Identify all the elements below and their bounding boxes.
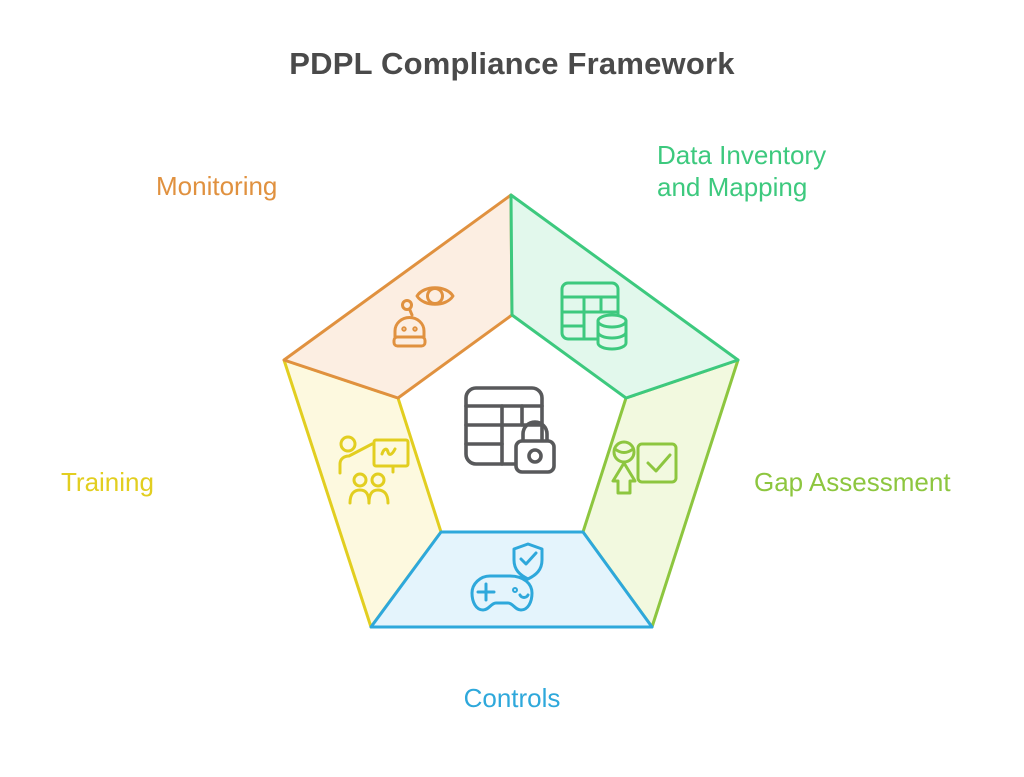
presenter-audience-icon (338, 435, 410, 505)
table-database-icon (560, 281, 628, 351)
segment-controls (369, 530, 654, 629)
label-controls: Controls (463, 683, 561, 713)
label-monitoring: Monitoring (156, 171, 278, 201)
segment-data-inventory (509, 193, 740, 400)
label-data-inventory: Data Inventory and Mapping (657, 140, 827, 202)
person-checklist-icon (611, 440, 678, 495)
page-title: PDPL Compliance Framework (289, 46, 735, 81)
segment-monitoring (282, 193, 514, 400)
secure-data-table-icon (464, 386, 556, 474)
eye-robot-monitoring-icon (392, 286, 455, 348)
gamepad-shield-icon (470, 542, 544, 612)
label-gap-assessment: Gap Assessment (754, 467, 951, 497)
label-training: Training (61, 467, 154, 497)
